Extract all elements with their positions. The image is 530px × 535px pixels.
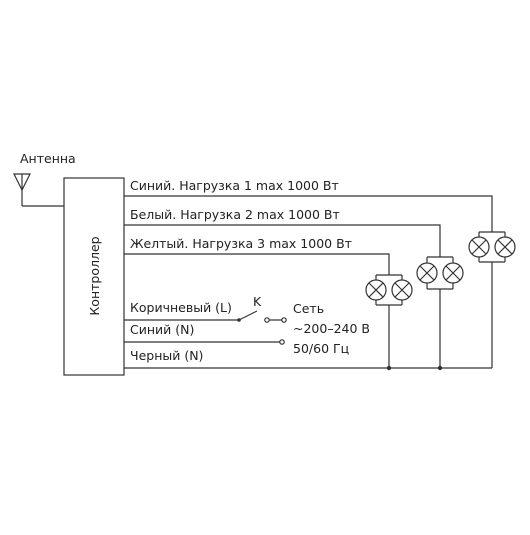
blue-n-label: Синий (N) bbox=[130, 322, 194, 337]
lamp-group-load3 bbox=[365, 274, 413, 368]
supply-wires: Коричневый (L) K Синий (N) Черный (N) bbox=[124, 294, 492, 371]
load3-wire bbox=[124, 253, 390, 275]
antenna: Антенна bbox=[13, 151, 76, 207]
lamp-group-load2 bbox=[416, 256, 464, 368]
load3-label: Желтый. Нагрузка 3 max 1000 Вт bbox=[130, 236, 352, 251]
mains-line2: ~200–240 В bbox=[293, 321, 370, 336]
controller: Контроллер bbox=[63, 177, 125, 376]
load2-label: Белый. Нагрузка 2 max 1000 Вт bbox=[130, 207, 340, 222]
switch-label: K bbox=[253, 294, 262, 309]
mains-line3: 50/60 Гц bbox=[293, 341, 349, 356]
brown-label: Коричневый (L) bbox=[130, 300, 232, 315]
mains-label: Сеть ~200–240 В 50/60 Гц bbox=[293, 301, 370, 356]
antenna-label: Антенна bbox=[20, 151, 76, 166]
load1-label: Синий. Нагрузка 1 max 1000 Вт bbox=[130, 178, 339, 193]
controller-label: Контроллер bbox=[87, 236, 102, 315]
controller-box bbox=[63, 177, 125, 376]
load-wires: Синий. Нагрузка 1 max 1000 Вт Белый. Наг… bbox=[124, 178, 493, 275]
load1-wire bbox=[124, 195, 493, 232]
lamp-group-load1 bbox=[468, 231, 516, 368]
black-n-label: Черный (N) bbox=[130, 348, 203, 363]
switch-k bbox=[238, 310, 258, 321]
mains-line1: Сеть bbox=[293, 301, 324, 316]
load2-wire bbox=[124, 224, 441, 257]
